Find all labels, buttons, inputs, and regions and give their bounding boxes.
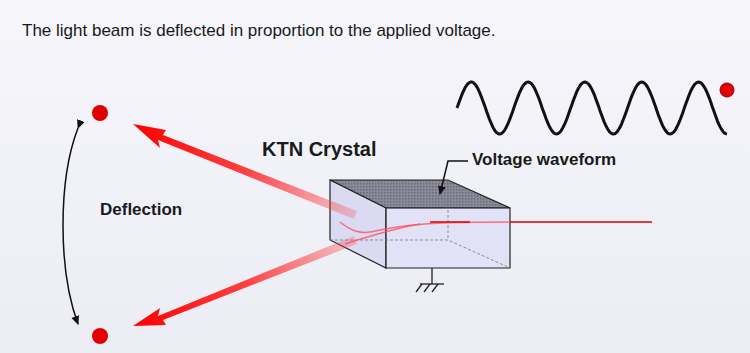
leader-line — [440, 161, 468, 194]
beam-spot — [92, 328, 108, 344]
part-label: Voltage waveform — [472, 150, 616, 170]
beam-spot — [92, 105, 108, 121]
deflected-beam-down — [133, 236, 357, 326]
part-label: KTN Crystal — [262, 138, 376, 161]
incoming-beam — [510, 221, 652, 223]
beam-in-crystal — [340, 222, 510, 232]
beam-in-crystal — [345, 224, 420, 244]
ground-symbol — [416, 268, 444, 292]
beam-in-crystal — [430, 221, 470, 223]
deflection-arc — [63, 128, 78, 324]
ktn-crystal — [330, 180, 510, 268]
waveform-dot — [720, 83, 734, 97]
motion-label: Deflection — [100, 200, 182, 220]
voltage-waveform — [457, 82, 727, 134]
diagram-title: The light beam is deflected in proportio… — [22, 21, 495, 41]
